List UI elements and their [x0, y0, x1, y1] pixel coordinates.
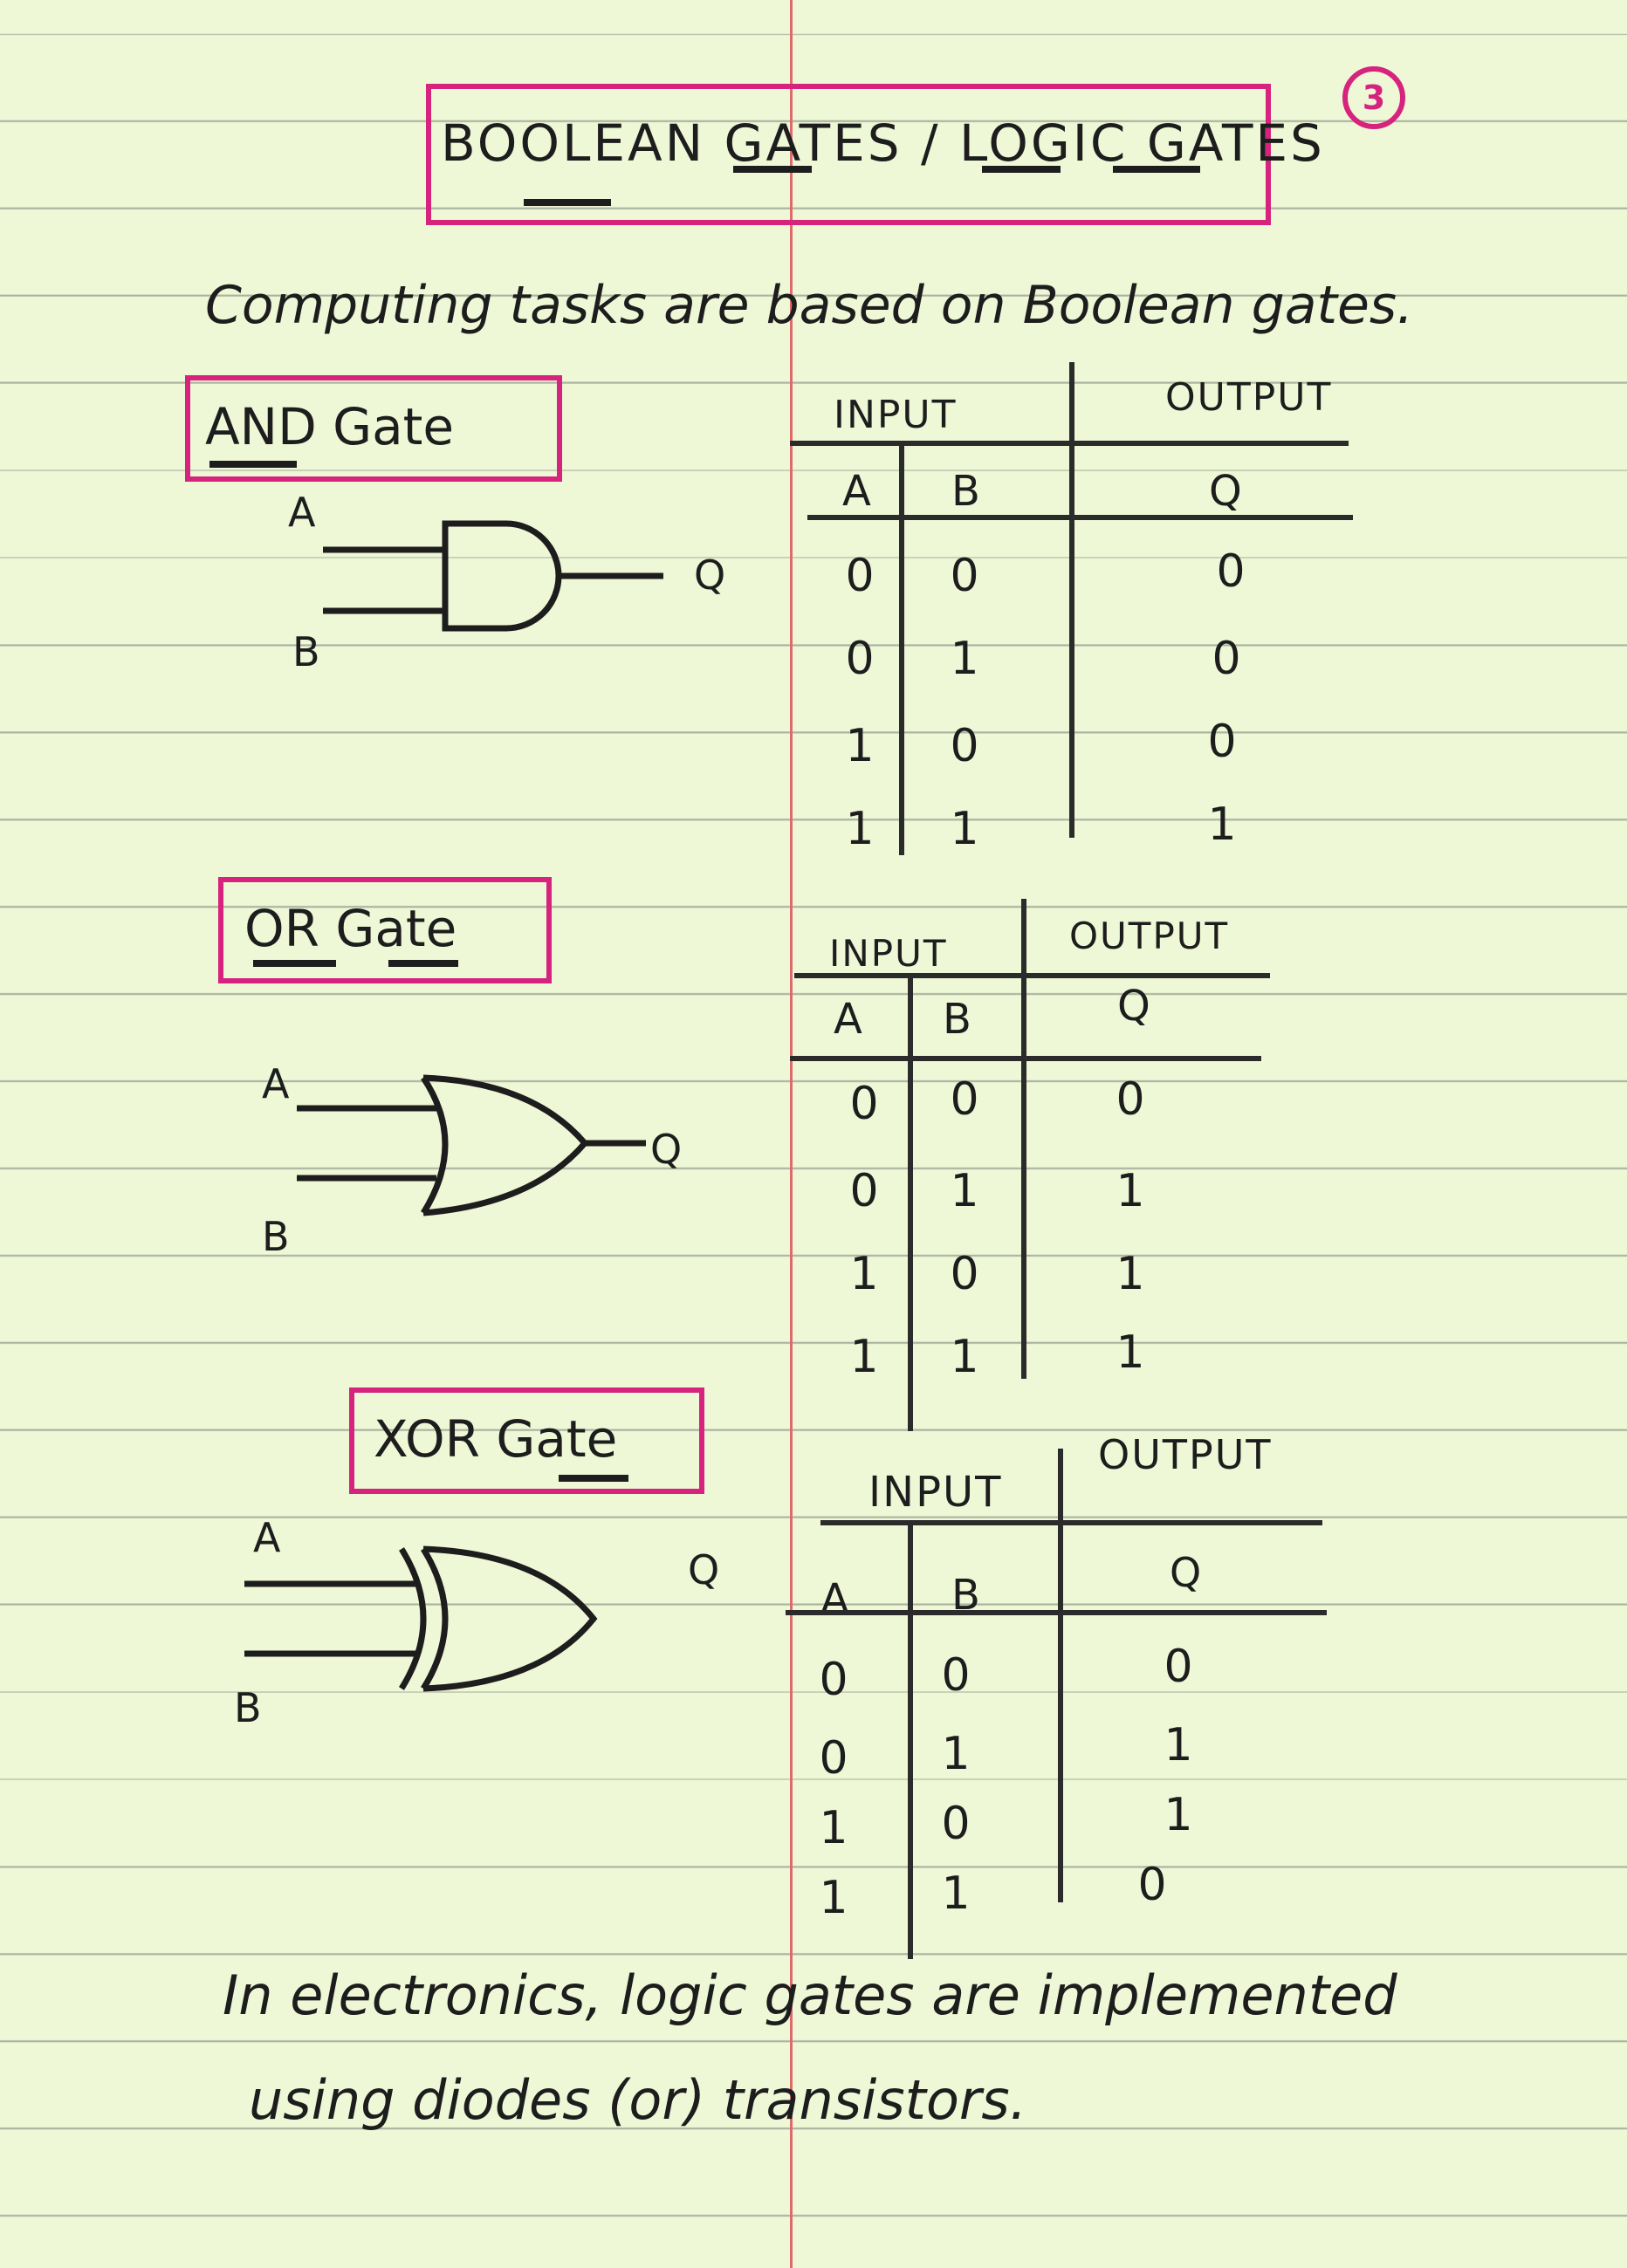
xor-output-q-label: Q [688, 1546, 720, 1593]
and-row4-b: 1 [950, 803, 979, 855]
and-row2-q: 0 [1212, 633, 1241, 685]
and-row1-q: 0 [1216, 545, 1246, 598]
or-row4-a: 1 [849, 1331, 879, 1383]
page-title: BOOLEAN GATES / LOGIC GATES [441, 113, 1325, 173]
and-table-input-header: INPUT [834, 393, 958, 437]
title-underline-2 [733, 166, 812, 173]
or-gate-title-underline-1 [253, 960, 336, 967]
or-row1-b: 0 [950, 1073, 979, 1126]
margin-line [790, 0, 793, 2268]
intro-text: Computing tasks are based on Boolean gat… [205, 275, 1414, 336]
xor-table-input-header: INPUT [868, 1468, 1003, 1517]
or-table-divider-io [1021, 899, 1026, 1379]
or-row3-b: 0 [950, 1248, 979, 1300]
or-output-q-label: Q [650, 1126, 683, 1173]
xor-row2-b: 1 [941, 1728, 971, 1780]
and-row4-q: 1 [1207, 798, 1237, 851]
title-underline-1 [524, 199, 611, 206]
and-table-subheader-rule [807, 515, 1353, 520]
or-row2-q: 1 [1116, 1165, 1145, 1217]
or-input-a-label: A [262, 1060, 290, 1107]
and-col-a-header: A [842, 467, 873, 516]
xor-gate-title-box [349, 1388, 704, 1494]
xor-row1-a: 0 [819, 1654, 848, 1706]
or-gate-title-underline-2 [388, 960, 458, 967]
or-gate-symbol [297, 1074, 646, 1216]
or-row1-q: 0 [1116, 1073, 1145, 1126]
and-row3-a: 1 [845, 720, 875, 772]
xor-col-a-header: A [820, 1575, 851, 1624]
and-row1-a: 0 [845, 550, 875, 602]
and-col-q-header: Q [1209, 467, 1244, 516]
xor-table-header-rule [820, 1520, 1322, 1525]
title-underline-4 [1113, 166, 1200, 173]
xor-table-subheader-rule [786, 1610, 1327, 1615]
or-col-a-header: A [834, 995, 864, 1044]
or-table-output-header: OUTPUT [1069, 915, 1230, 957]
xor-row1-q: 0 [1164, 1641, 1193, 1693]
xor-row3-a: 1 [819, 1802, 848, 1854]
xor-row3-b: 0 [941, 1798, 971, 1850]
footer-line-2: using diodes (or) transistors. [249, 2068, 1027, 2132]
xor-gate-title-underline [559, 1475, 628, 1482]
or-row2-a: 0 [849, 1165, 879, 1217]
and-gate-title-box [185, 375, 562, 482]
or-col-q-header: Q [1117, 982, 1152, 1031]
and-row2-b: 1 [950, 633, 979, 685]
and-gate-title: AND Gate [205, 397, 455, 456]
xor-row2-q: 1 [1164, 1719, 1193, 1771]
xor-table-output-header: OUTPUT [1098, 1431, 1273, 1478]
or-row1-a: 0 [849, 1078, 879, 1130]
or-gate-title-box [218, 877, 552, 983]
xor-table-divider-ab [908, 1523, 913, 1959]
and-table-divider-io [1069, 362, 1074, 838]
xor-gate-symbol [244, 1545, 598, 1692]
xor-row1-b: 0 [941, 1649, 971, 1702]
title-box [426, 84, 1271, 225]
xor-col-q-header: Q [1170, 1549, 1204, 1596]
and-table-output-header: OUTPUT [1165, 375, 1333, 420]
or-gate-title: OR Gate [244, 899, 457, 958]
or-row3-q: 1 [1116, 1248, 1145, 1300]
page-number-badge: 3 [1342, 66, 1405, 129]
or-input-b-label: B [262, 1213, 290, 1260]
or-row2-b: 1 [950, 1165, 979, 1217]
or-table-header-rule [794, 973, 1270, 978]
footer-line-1: In electronics, logic gates are implemen… [223, 1963, 1397, 2027]
or-row3-a: 1 [849, 1248, 879, 1300]
and-gate-symbol [323, 520, 663, 632]
or-row4-q: 1 [1116, 1326, 1145, 1379]
xor-gate-title: XOR Gate [374, 1409, 618, 1469]
xor-row4-q: 0 [1137, 1859, 1167, 1911]
xor-row3-q: 1 [1164, 1789, 1193, 1841]
and-gate-title-underline [209, 461, 297, 468]
and-input-a-label: A [288, 489, 316, 536]
and-col-b-header: B [951, 467, 982, 516]
xor-row2-a: 0 [819, 1732, 848, 1785]
and-row2-a: 0 [845, 633, 875, 685]
and-table-divider-ab [899, 445, 904, 855]
or-table-divider-ab [908, 977, 913, 1431]
and-row3-q: 0 [1207, 716, 1237, 768]
and-row4-a: 1 [845, 803, 875, 855]
and-input-b-label: B [292, 628, 320, 675]
and-row1-b: 0 [950, 550, 979, 602]
or-row4-b: 1 [950, 1331, 979, 1383]
xor-row4-a: 1 [819, 1872, 848, 1924]
or-col-b-header: B [943, 995, 973, 1044]
title-underline-3 [982, 166, 1061, 173]
xor-table-divider-io [1058, 1449, 1063, 1902]
and-output-q-label: Q [694, 552, 726, 599]
or-table-input-header: INPUT [829, 932, 948, 975]
xor-row4-b: 1 [941, 1867, 971, 1920]
xor-input-a-label: A [253, 1514, 281, 1561]
and-row3-b: 0 [950, 720, 979, 772]
xor-input-b-label: B [234, 1684, 262, 1731]
